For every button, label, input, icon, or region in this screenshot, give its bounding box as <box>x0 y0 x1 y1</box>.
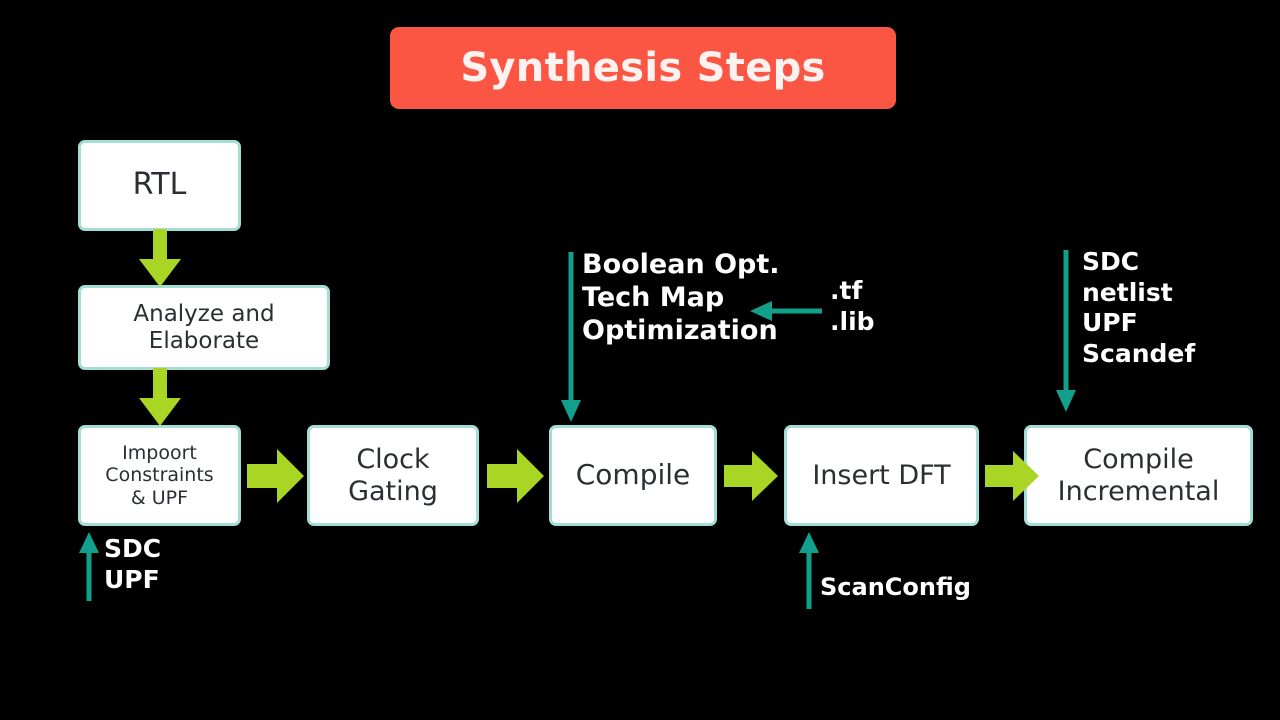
flow-arrow-right-insert-dft-to-compile-incremental-icon <box>985 451 1039 501</box>
page-title-banner: Synthesis Steps <box>390 27 896 109</box>
process-box-import-constraints-upf-label: Impoort Constraints & UPF <box>105 442 214 509</box>
flow-arrow-right-import-to-clock-gating-icon <box>247 449 304 503</box>
annotation-label-dft-inputs: ScanConfig <box>820 573 971 601</box>
process-box-clock-gating-label: Clock Gating <box>348 444 438 507</box>
process-box-insert-dft-label: Insert DFT <box>812 459 951 491</box>
process-box-compile-incremental-label: Compile Incremental <box>1057 444 1220 507</box>
process-box-clock-gating[interactable]: Clock Gating <box>307 425 479 526</box>
process-box-compile-label: Compile <box>575 458 691 492</box>
annotation-arrow-down-compile-incremental-icon <box>1056 250 1076 412</box>
flow-arrow-right-compile-to-insert-dft-icon <box>724 451 778 501</box>
process-box-rtl-label: RTL <box>132 167 187 203</box>
annotation-label-compile-incremental-inputs: SDC netlist UPF Scandef <box>1082 247 1196 368</box>
annotation-label-import-inputs: SDC UPF <box>104 534 162 594</box>
annotation-label-tech-files: .tf .lib <box>830 276 875 336</box>
annotation-arrow-up-insert-dft-icon <box>799 532 819 609</box>
flow-arrow-down-analyze-to-import-icon <box>139 368 181 426</box>
process-box-analyze-elaborate[interactable]: Analyze and Elaborate <box>78 285 330 370</box>
flow-arrow-right-clock-gating-to-compile-icon <box>487 449 544 503</box>
process-box-rtl[interactable]: RTL <box>78 140 241 231</box>
flow-arrow-down-rtl-to-analyze-icon <box>139 229 181 287</box>
annotation-arrow-left-tech-files-icon <box>750 301 822 321</box>
process-box-insert-dft[interactable]: Insert DFT <box>784 425 979 526</box>
process-box-import-constraints-upf[interactable]: Impoort Constraints & UPF <box>78 425 241 526</box>
annotation-arrow-down-compile-icon <box>561 252 581 422</box>
page-title: Synthesis Steps <box>460 45 826 91</box>
annotation-label-compile-inputs: Boolean Opt. Tech Map Optimization <box>582 249 780 346</box>
process-box-compile-incremental[interactable]: Compile Incremental <box>1024 425 1253 526</box>
process-box-analyze-elaborate-label: Analyze and Elaborate <box>133 300 275 354</box>
annotation-arrow-up-import-icon <box>79 532 99 601</box>
process-box-compile[interactable]: Compile <box>549 425 717 526</box>
